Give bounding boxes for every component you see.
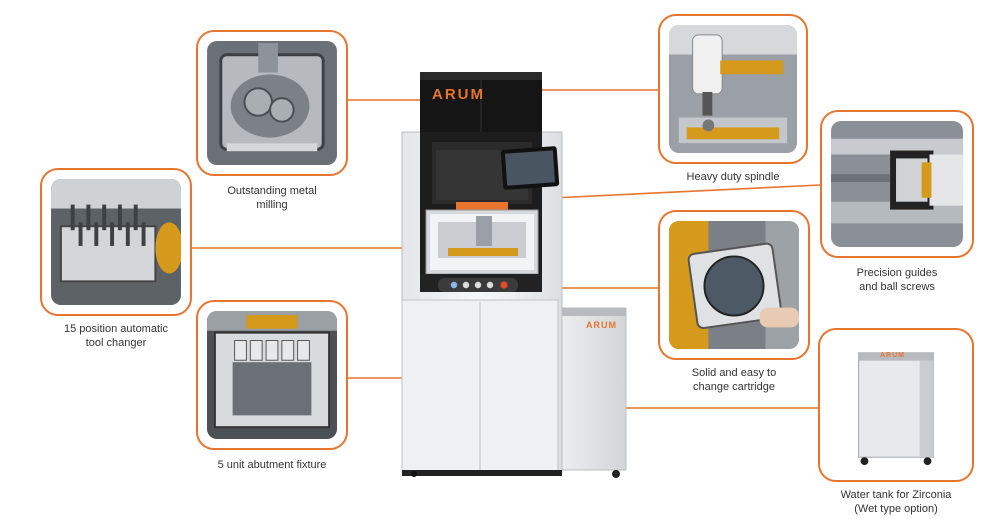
callout-metal-milling: [196, 30, 348, 176]
fixture-photo: [207, 311, 337, 439]
side-unit-brand-logo: ARUM: [586, 320, 617, 330]
caption-guides: Precision guides and ball screws: [856, 267, 938, 293]
tool-changer-photo: [51, 179, 183, 305]
callout-spindle: [658, 14, 808, 164]
tank-brand-logo: ARUM: [880, 352, 905, 359]
callout-water-tank: [818, 328, 974, 482]
caption-cartridge: Solid and easy to change cartridge: [691, 367, 777, 393]
machine-brand-logo: ARUM: [432, 86, 485, 103]
water-tank-photo: [829, 339, 963, 471]
callout-fixture: [196, 300, 348, 450]
spindle-photo: [669, 25, 797, 153]
callout-cartridge: [658, 210, 810, 360]
caption-metal-milling: Outstanding metal milling: [227, 185, 317, 211]
metal-milling-photo: [207, 41, 337, 165]
caption-fixture: 5 unit abutment fixture: [217, 459, 327, 471]
caption-spindle: Heavy duty spindle: [686, 171, 780, 183]
caption-tool-changer: 15 position automatic tool changer: [64, 323, 168, 349]
cartridge-photo: [669, 221, 799, 349]
callout-tool-changer: [40, 168, 192, 316]
callout-guides: [820, 110, 974, 258]
caption-water-tank: Water tank for Zirconia (Wet type option…: [840, 489, 952, 515]
guides-photo: [831, 121, 963, 247]
milling-machine-illustration: [401, 72, 627, 478]
